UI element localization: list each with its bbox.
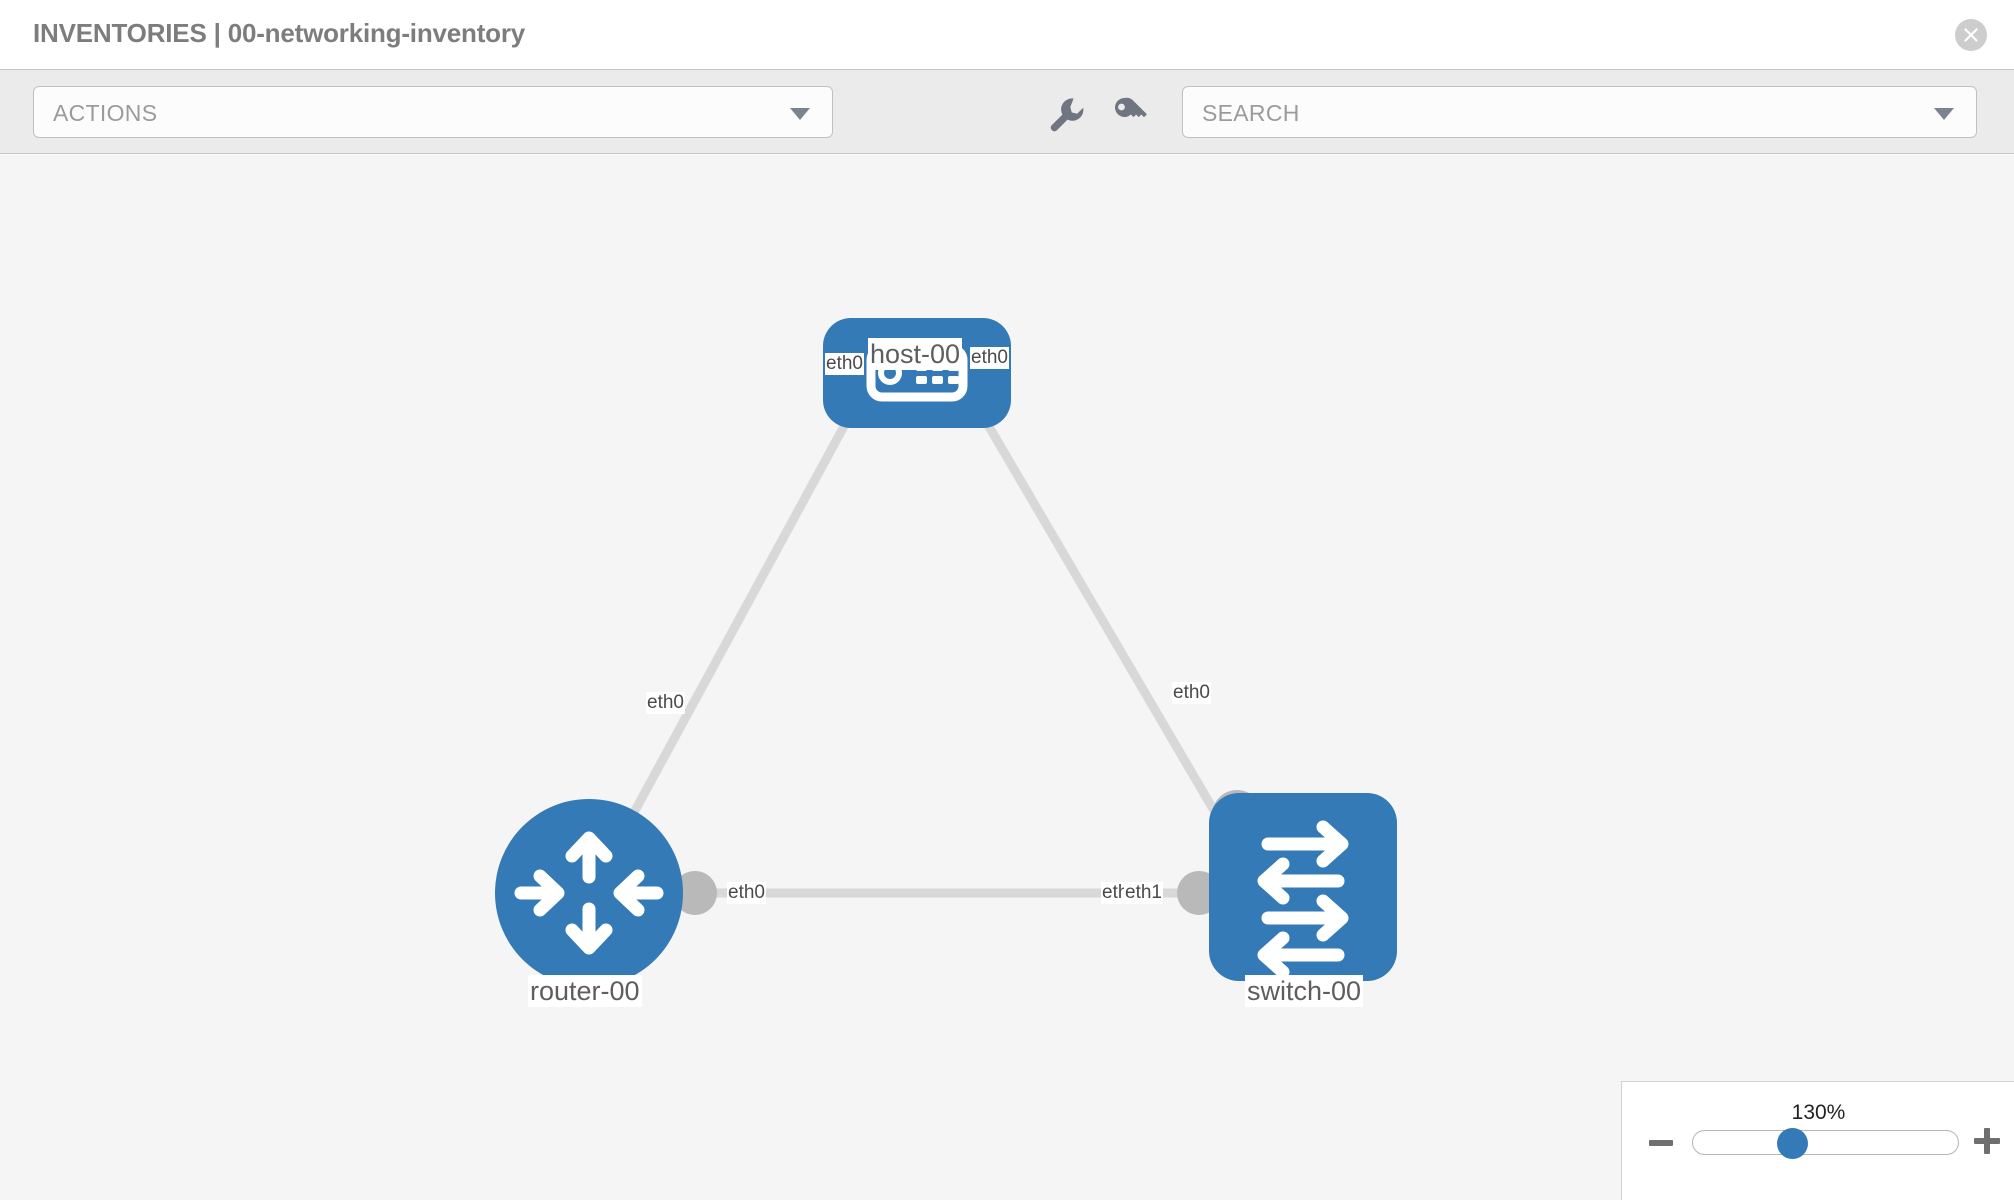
page-title: INVENTORIES | 00-networking-inventory xyxy=(33,18,526,48)
connector-router-right xyxy=(673,871,717,915)
actions-dropdown[interactable]: ACTIONS xyxy=(33,86,833,138)
topology-graph xyxy=(495,318,1397,987)
iface-label-switch-left-b: eth1 xyxy=(1124,882,1163,904)
toolbar: ACTIONS SEARCH xyxy=(0,69,2014,154)
search-input[interactable]: SEARCH xyxy=(1182,86,1977,138)
zoom-out-button[interactable] xyxy=(1649,1140,1673,1146)
close-icon[interactable] xyxy=(1955,19,1987,51)
chevron-down-icon xyxy=(790,108,810,120)
zoom-slider-track[interactable] xyxy=(1692,1130,1959,1155)
node-router-00 xyxy=(495,799,683,987)
node-label-router: router-00 xyxy=(528,975,642,1007)
node-switch-00 xyxy=(1209,793,1397,981)
node-label-switch: switch-00 xyxy=(1245,975,1364,1007)
search-placeholder: SEARCH xyxy=(1202,100,1300,126)
wrench-icon[interactable] xyxy=(1044,92,1086,134)
zoom-control: 130% xyxy=(1621,1081,2014,1200)
iface-label-switch-up: eth0 xyxy=(1172,682,1211,704)
topology-edges xyxy=(596,357,1244,898)
iface-label-host-left: eth0 xyxy=(825,353,864,375)
switch-arrows-icon xyxy=(1257,820,1349,979)
zoom-level-label: 130% xyxy=(1791,1101,1846,1124)
page-header: INVENTORIES | 00-networking-inventory xyxy=(0,0,2014,69)
topology-canvas[interactable]: host-00 router-00 switch-00 eth0 eth0 et… xyxy=(0,155,2014,1200)
iface-label-host-right: eth0 xyxy=(970,347,1009,369)
router-arrows-icon xyxy=(514,831,664,955)
actions-dropdown-label: ACTIONS xyxy=(53,100,158,126)
zoom-slider-thumb[interactable] xyxy=(1777,1128,1808,1159)
node-label-host: host-00 xyxy=(868,338,963,370)
edge-host-switch xyxy=(946,357,1244,858)
iface-label-switch-left-a: eth xyxy=(1101,882,1130,904)
chevron-down-icon xyxy=(1934,108,1954,120)
edge-host-router xyxy=(596,357,884,878)
iface-label-router-up: eth0 xyxy=(646,692,685,714)
zoom-in-button[interactable] xyxy=(1974,1128,2000,1154)
iface-label-router-right: eth0 xyxy=(727,882,766,904)
key-icon[interactable] xyxy=(1108,92,1150,134)
